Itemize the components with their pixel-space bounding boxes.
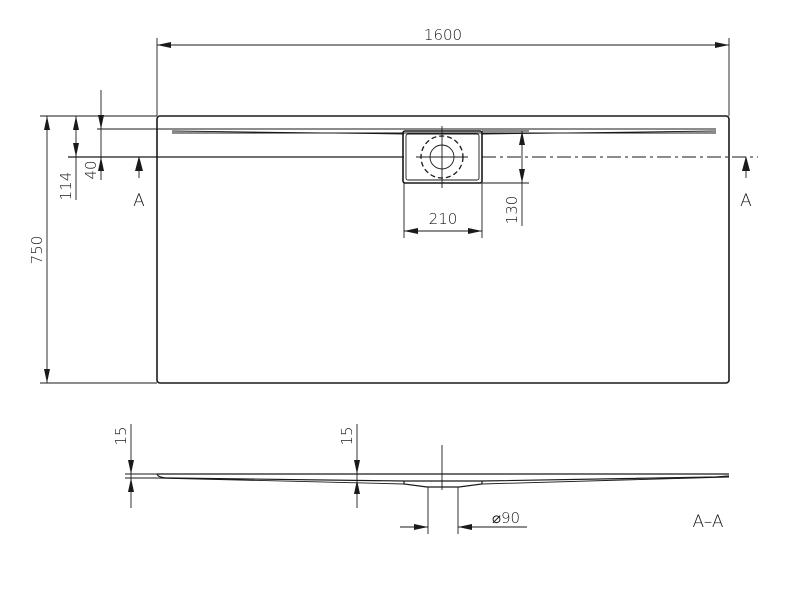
width-label: 1600 bbox=[424, 26, 462, 44]
box-depth-arrow-top bbox=[519, 131, 525, 145]
drain-channel-slope-left bbox=[171, 130, 405, 135]
center-thick-arrow-bottom bbox=[354, 480, 360, 494]
tray-outline bbox=[156, 115, 730, 384]
section-marker-left-arrow bbox=[135, 156, 143, 171]
box-width-arrow-left bbox=[404, 228, 418, 234]
box-depth-label: 130 bbox=[503, 196, 521, 225]
drain-section-body bbox=[403, 481, 483, 488]
box-depth-arrow-bottom bbox=[519, 169, 525, 183]
offset114-label: 114 bbox=[57, 172, 75, 201]
dia-label: ⌀90 bbox=[492, 509, 520, 527]
left-thick-arrow-top bbox=[128, 460, 134, 474]
left-thick-label: 15 bbox=[112, 426, 130, 445]
offset40-label: 40 bbox=[82, 160, 100, 179]
offset40-arrow-top bbox=[98, 115, 104, 129]
depth-arrow-bottom bbox=[44, 369, 50, 383]
drain-box-outer bbox=[402, 130, 483, 184]
drain-channel-slope-right bbox=[481, 130, 717, 135]
center-thick-label: 15 bbox=[338, 426, 356, 445]
section-marker-right-arrow bbox=[742, 156, 750, 171]
box-width-arrow-right bbox=[468, 228, 482, 234]
drain-box-inner bbox=[405, 133, 480, 181]
tray-profile-underside bbox=[156, 477, 405, 485]
offset114-arrow-bottom bbox=[73, 143, 79, 157]
offset114-arrow-top bbox=[73, 116, 79, 130]
section-marker-right-label: A bbox=[740, 191, 752, 211]
top-view: 1600 750 114 40 A A 210 bbox=[28, 26, 758, 384]
depth-label: 750 bbox=[28, 236, 46, 265]
center-thick-arrow-top bbox=[354, 460, 360, 474]
dia-arrow-right bbox=[458, 524, 472, 530]
width-arrow-left bbox=[157, 42, 171, 48]
left-thick-arrow-bottom bbox=[128, 478, 134, 492]
depth-arrow-top bbox=[44, 116, 50, 130]
width-arrow-right bbox=[715, 42, 729, 48]
section-view: 15 15 ⌀90 A–A bbox=[112, 424, 730, 534]
section-title: A–A bbox=[692, 512, 723, 532]
section-marker-left-label: A bbox=[133, 191, 145, 211]
offset40-arrow-bottom bbox=[98, 157, 104, 171]
box-width-label: 210 bbox=[429, 210, 458, 228]
dia-arrow-left bbox=[414, 524, 428, 530]
tray-profile-underside-right bbox=[481, 476, 730, 485]
